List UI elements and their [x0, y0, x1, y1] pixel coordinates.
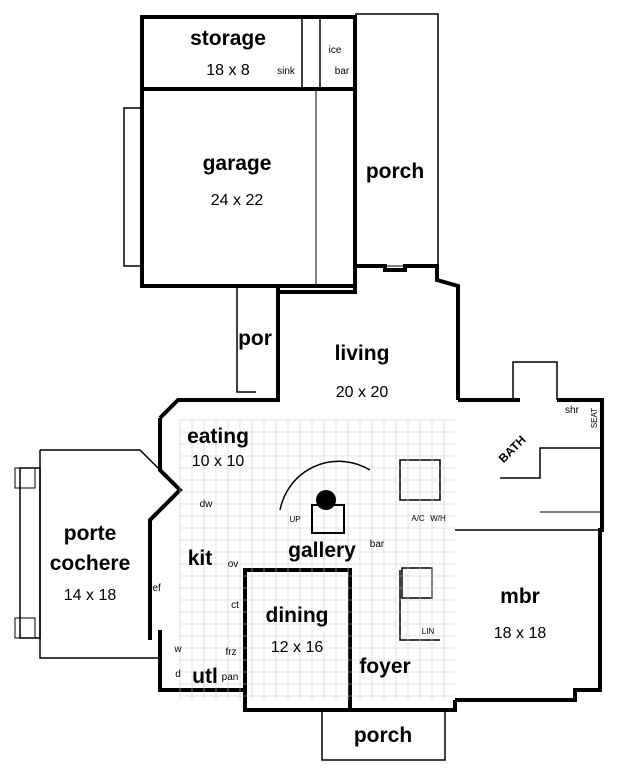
porte-cochere-label-line2: cochere	[50, 552, 131, 575]
wh-label: W/H	[430, 514, 446, 523]
gallery-label: gallery	[288, 539, 356, 562]
utl-label: utl	[192, 665, 218, 688]
por-label: por	[238, 327, 272, 350]
sink-label: sink	[277, 66, 296, 77]
kit-label: kit	[188, 547, 213, 570]
storage-dims: 18 x 8	[206, 62, 250, 79]
ref-label: ref	[149, 583, 161, 594]
pan-label: pan	[222, 672, 239, 683]
shr-label: shr	[565, 405, 580, 416]
porte-cochere-label-line1: porte	[64, 522, 117, 545]
dw-label: dw	[200, 499, 214, 510]
bar-top-label: bar	[335, 66, 350, 77]
seat-label: SEAT	[590, 408, 599, 428]
dining-dims: 12 x 16	[271, 639, 324, 656]
living-label: living	[335, 342, 390, 365]
foyer-label: foyer	[359, 655, 410, 678]
storage-label: storage	[190, 27, 266, 50]
eating-dims: 10 x 10	[192, 453, 245, 470]
d-label: d	[175, 669, 181, 680]
garage-dims: 24 x 22	[211, 192, 264, 209]
up-label: UP	[289, 515, 300, 524]
ct-label: ct	[231, 600, 239, 611]
bar-gallery-label: bar	[370, 539, 385, 550]
ac-label: A/C	[411, 514, 425, 523]
porte-cochere-dims: 14 x 18	[64, 587, 117, 604]
porch-bottom-label: porch	[354, 724, 412, 747]
frz-label: frz	[225, 647, 236, 658]
spiral-stair	[279, 460, 371, 534]
garage-label: garage	[203, 152, 272, 175]
bath-label: BATH	[496, 433, 529, 466]
lin-label: LIN	[422, 627, 435, 636]
mbr-dims: 18 x 18	[494, 625, 547, 642]
eating-label: eating	[187, 425, 249, 448]
floor-grid	[179, 419, 455, 700]
living-dims: 20 x 20	[336, 384, 389, 401]
walls	[14, 13, 604, 761]
fixture-labels: ice bar sink dw ref ov ct frz pan w d UP…	[149, 45, 599, 683]
ice-label: ice	[329, 45, 342, 56]
porch-top-label: porch	[366, 160, 424, 183]
mbr-label: mbr	[500, 585, 540, 608]
w-label: w	[173, 644, 182, 655]
dining-label: dining	[266, 604, 329, 627]
ov-label: ov	[228, 559, 239, 570]
